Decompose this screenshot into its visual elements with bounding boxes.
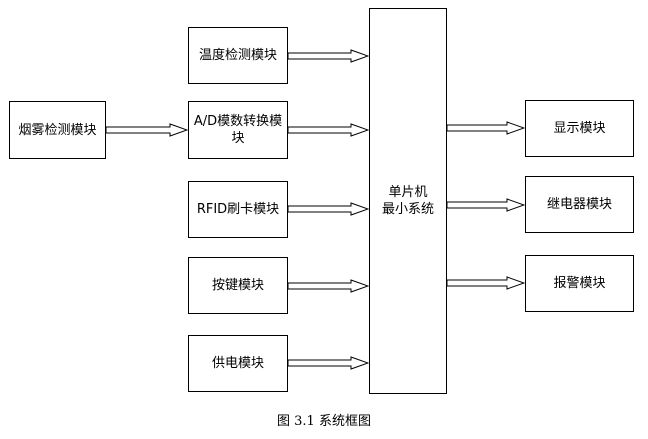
arrow-smoke-to-ad	[106, 123, 188, 137]
arrow-rfid-to-mcu	[288, 202, 369, 216]
relay-module-box: 继电器模块	[525, 176, 634, 233]
arrow-keypad-to-mcu	[288, 279, 369, 293]
relay-module-label: 继电器模块	[546, 197, 612, 212]
display-module-box: 显示模块	[525, 100, 634, 157]
temperature-module-label: 温度检测模块	[198, 48, 277, 63]
ad-converter-module-label: A/D模数转换模块	[193, 114, 283, 146]
temperature-module-box: 温度检测模块	[188, 27, 288, 84]
mcu-label-line1: 单片机	[388, 185, 428, 200]
arrow-power-to-mcu	[288, 356, 369, 370]
figure-caption: 图 3.1 系统框图	[277, 414, 371, 429]
arrow-mcu-to-display	[447, 121, 525, 135]
mcu-label-line2: 最小系统	[381, 202, 434, 217]
ad-converter-module-box: A/D模数转换模块	[188, 101, 288, 159]
power-module-box: 供电模块	[188, 335, 288, 392]
arrow-ad-to-mcu	[288, 123, 369, 137]
rfid-module-label: RFID刷卡模块	[196, 202, 280, 217]
arrow-mcu-to-relay	[447, 198, 525, 212]
display-module-label: 显示模块	[553, 121, 606, 136]
rfid-module-box: RFID刷卡模块	[188, 181, 288, 238]
mcu-minimum-system-box: 单片机 最小系统	[369, 8, 447, 394]
arrow-temp-to-mcu	[288, 49, 369, 63]
smoke-detection-module-box: 烟雾检测模块	[9, 101, 106, 159]
keypad-module-label: 按键模块	[211, 278, 264, 293]
keypad-module-box: 按键模块	[188, 257, 288, 314]
smoke-detection-module-label: 烟雾检测模块	[18, 122, 97, 138]
alarm-module-label: 报警模块	[553, 276, 606, 291]
alarm-module-box: 报警模块	[525, 255, 634, 312]
power-module-label: 供电模块	[211, 356, 264, 371]
arrow-mcu-to-alarm	[447, 276, 525, 290]
